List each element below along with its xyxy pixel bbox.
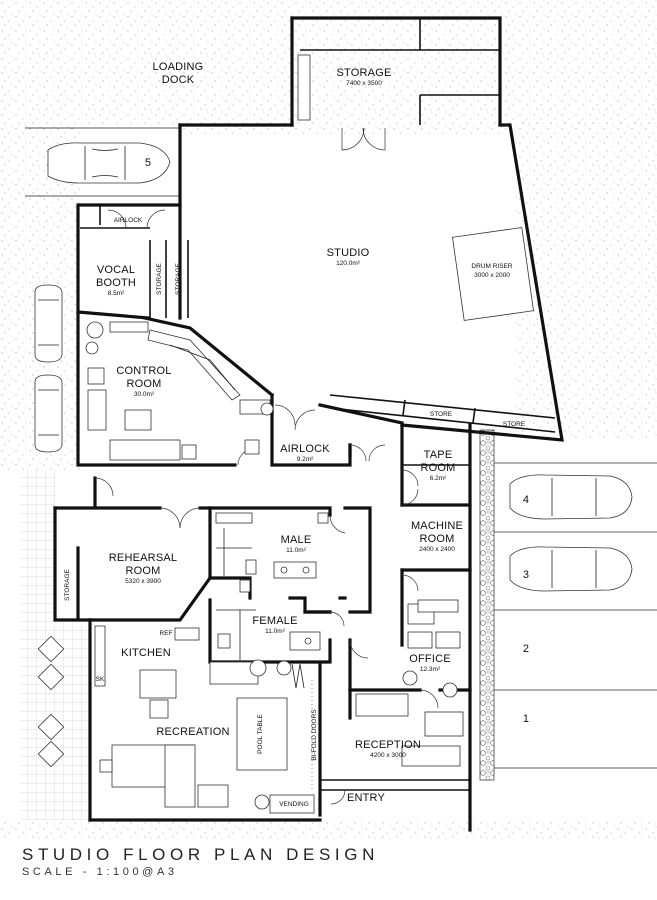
male-toilet-fixtures (215, 512, 329, 579)
entry-label: ENTRY (347, 792, 386, 804)
vending-label: VENDING (279, 801, 309, 808)
office-label: OFFICE (409, 653, 451, 665)
studio-label: STUDIO (327, 247, 370, 259)
control-room-label-1: CONTROL (116, 365, 171, 377)
page-title: STUDIO FLOOR PLAN DESIGN (22, 845, 379, 864)
tape-room-area: 6.2m² (430, 475, 447, 482)
vocal-booth-area: 8.5m² (108, 290, 125, 297)
furniture (37, 227, 534, 814)
kitchen-label: KITCHEN (121, 647, 171, 659)
machine-room-label-2: ROOM (419, 533, 454, 545)
vocal-booth-label-2: BOOTH (96, 277, 136, 289)
reception-label: RECEPTION (355, 739, 421, 751)
storage-vert-label-1: STORAGE (156, 263, 163, 295)
office-area: 12.3m² (420, 666, 441, 673)
machine-room-label-1: MACHINE (411, 520, 463, 532)
airlock-mid-label: AIRLOCK (280, 443, 330, 455)
storage-vert-label-2: STORAGE (175, 263, 182, 295)
airlock-top-label: AIRLOCK (114, 217, 143, 224)
studio-area: 120.0m² (336, 260, 361, 267)
control-room-area: 30.0m² (134, 391, 155, 398)
female-label: FEMALE (252, 615, 297, 627)
car-bay-5 (47, 142, 171, 184)
left-vehicles (34, 284, 63, 453)
male-area: 11.0m² (286, 547, 307, 554)
storage-top-dim: 7400 x 3500 (346, 80, 382, 87)
tape-room-label-1: TAPE (424, 449, 453, 461)
outdoor-tables (37, 635, 65, 768)
bay-2-number: 2 (523, 643, 529, 655)
loading-dock-area (25, 127, 180, 197)
female-area: 11.0m² (265, 628, 286, 635)
rehearsal-label-2: ROOM (125, 565, 160, 577)
bay-3-number: 3 (523, 569, 529, 581)
mixing-desk (109, 321, 241, 401)
control-room-label-2: ROOM (126, 378, 161, 390)
car-bay-3 (509, 546, 633, 592)
scale-caption: SCALE - 1:100@A3 (22, 866, 178, 878)
rehearsal-label-1: REHEARSAL (109, 552, 177, 564)
store-label-2: STORE (503, 421, 526, 428)
bay-4-number: 4 (523, 494, 529, 506)
male-label: MALE (281, 534, 312, 546)
tape-room-label-2: ROOM (420, 462, 455, 474)
pool-table-label: POOL TABLE (257, 714, 264, 754)
drum-riser-label: DRUM RISER (471, 263, 512, 270)
rehearsal-dim: 5320 x 3900 (125, 578, 161, 585)
room-labels: LOADING DOCK STORAGE 7400 x 3500 5 STUDI… (64, 61, 529, 808)
car-bay-4 (509, 474, 633, 520)
loading-dock-label-1: LOADING (153, 61, 204, 73)
ref-label: REF (160, 630, 173, 637)
bay-1-number: 1 (523, 713, 529, 725)
sink-label: SK (96, 676, 105, 683)
bifold-doors-label: BI-FOLD DOORS (311, 709, 318, 761)
doors (94, 127, 439, 805)
vocal-booth-label-1: VOCAL (97, 264, 135, 276)
store-label-1: STORE (430, 411, 453, 418)
walls (53, 16, 564, 832)
airlock-mid-area: 9.2m² (297, 456, 314, 463)
storage-top-label: STORAGE (337, 67, 392, 79)
reception-dim: 4200 x 3000 (370, 752, 406, 759)
recreation-label: RECREATION (156, 726, 229, 738)
drum-riser-dim: 3000 x 2000 (474, 272, 510, 279)
loading-dock-label-2: DOCK (162, 74, 195, 86)
machine-room-dim: 2400 x 2400 (419, 546, 455, 553)
storage-left-label: STORAGE (64, 569, 71, 601)
parking-bays (494, 462, 657, 769)
bay-5-number: 5 (145, 157, 151, 169)
female-toilet-fixtures (216, 579, 321, 660)
